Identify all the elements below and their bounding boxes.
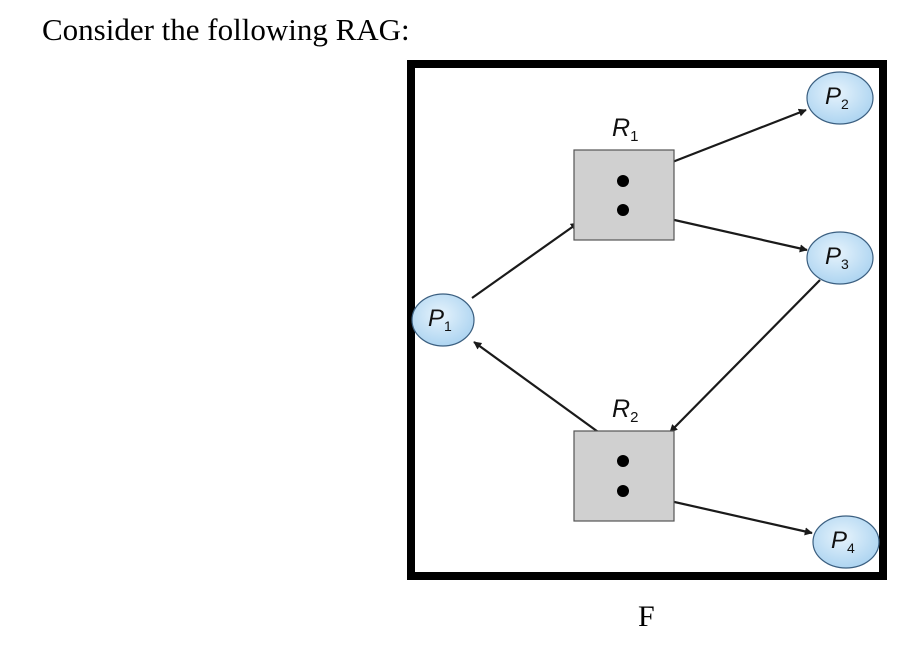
resource-instance-dot — [617, 204, 629, 216]
process-node-circle — [812, 515, 880, 569]
resource-box — [573, 149, 675, 241]
process-p1: P1 — [411, 293, 475, 347]
edge-r2-to-p1 — [473, 341, 613, 443]
figure-label: F — [638, 600, 655, 633]
resource-instance-dot — [617, 175, 629, 187]
process-node-circle — [806, 71, 874, 125]
process-node-circle — [806, 231, 874, 285]
edge-p1-to-r1 — [471, 222, 579, 299]
intro-text: Consider the following RAG: — [42, 12, 410, 47]
resource-instance-dot — [617, 485, 629, 497]
resource-r2: R2 — [573, 395, 675, 522]
process-label: P3 — [825, 243, 849, 272]
process-p4: P4 — [812, 515, 880, 569]
resource-box — [573, 430, 675, 522]
resource-instance-dot — [617, 455, 629, 467]
edge-p3-to-r2 — [669, 279, 821, 433]
process-node-circle — [411, 293, 475, 347]
process-p3: P3 — [806, 231, 874, 285]
process-p2: P2 — [806, 71, 874, 125]
resource-r1: R1 — [573, 114, 675, 241]
resource-label: R2 — [612, 395, 638, 426]
